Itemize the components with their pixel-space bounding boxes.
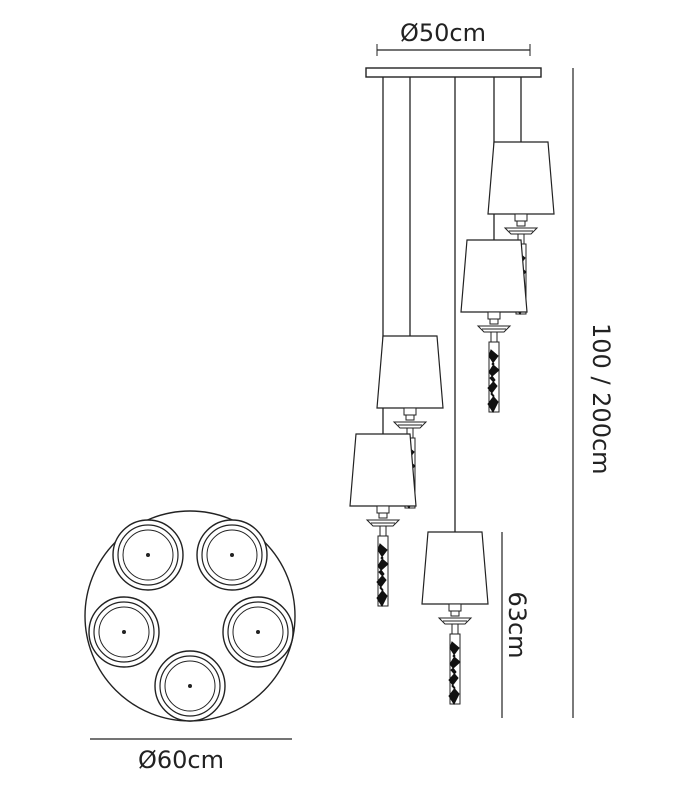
pendant-lamp-1 [349,433,417,607]
lamp-height-label: 63cm [503,591,531,659]
shade-top-5 [154,650,226,722]
shade-top-2 [196,519,268,591]
elevation-view [349,44,574,718]
shade-top-3 [88,596,160,668]
drop-height-label: 100 / 200cm [587,323,615,475]
shade-top-1 [112,519,184,591]
plan-view [84,510,296,740]
pendant-lamp-4 [460,239,528,413]
pendant-lamp-3 [421,531,489,705]
canopy-diameter-label: Ø50cm [400,19,487,47]
ceiling-canopy [365,67,542,78]
cluster-diameter-label: Ø60cm [138,746,225,774]
shade-top-4 [222,596,294,668]
